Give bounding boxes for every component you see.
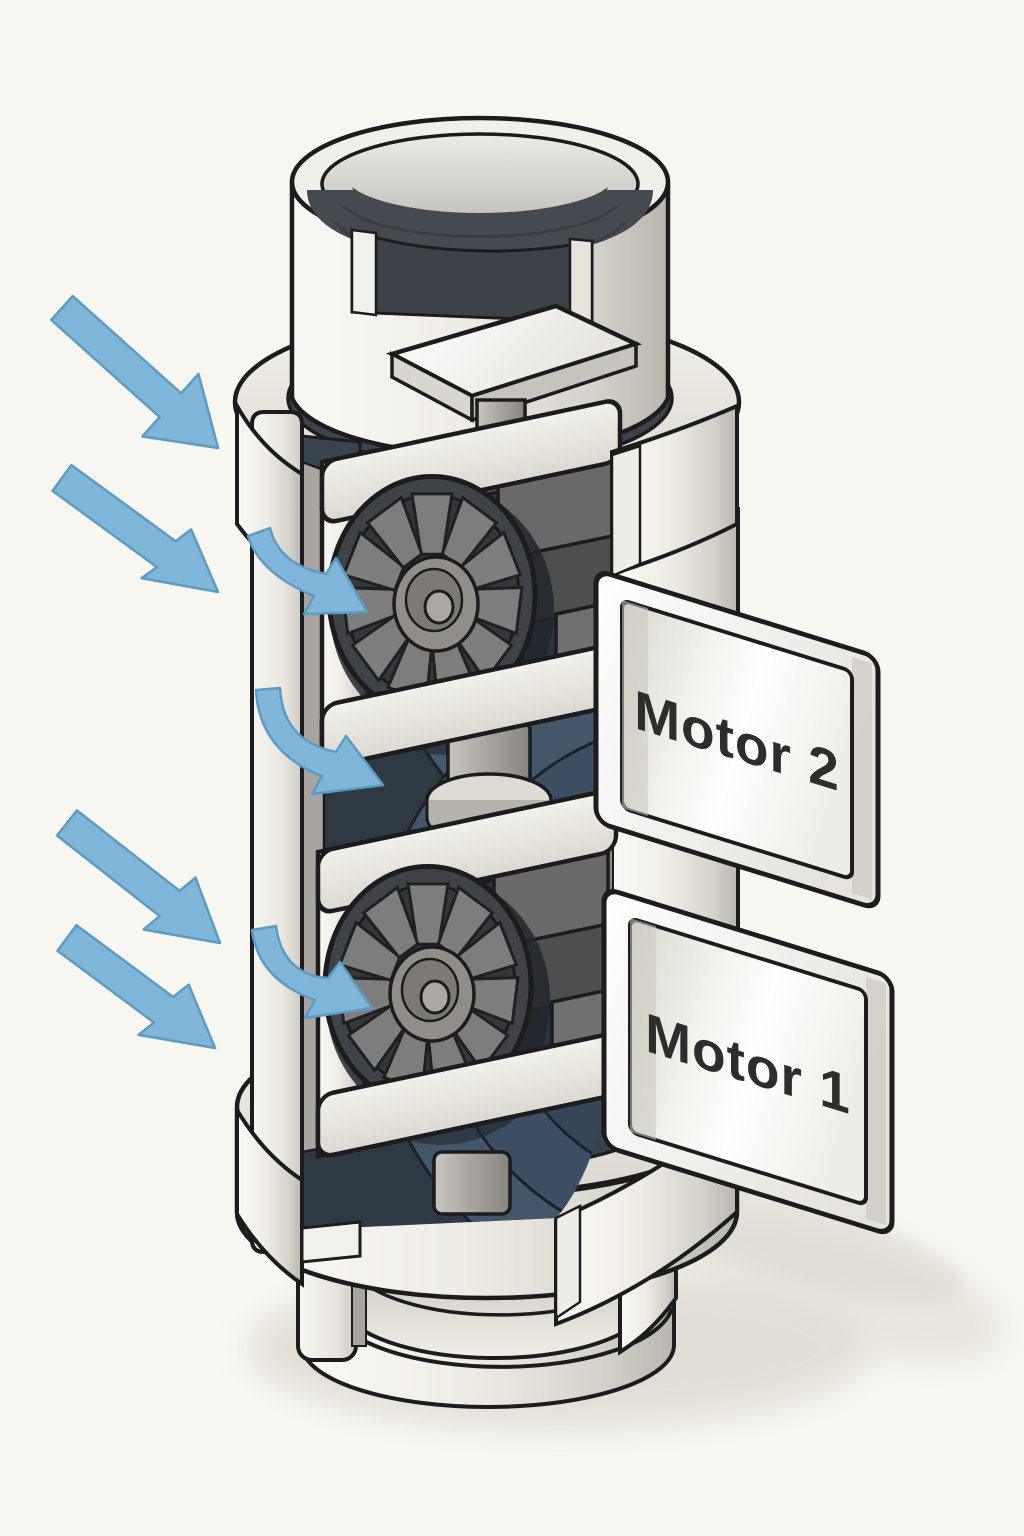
airflow-arrow-icon xyxy=(250,924,374,1020)
bottom-collar-front-band xyxy=(235,1102,739,1327)
airflow-arrow-icon xyxy=(246,526,369,616)
airflow-arrow-icon xyxy=(50,294,220,450)
airflow-arrows xyxy=(50,294,385,1050)
airflow-arrow-icon xyxy=(56,923,217,1050)
airflow-arrow-icon xyxy=(51,463,220,594)
top-tube xyxy=(289,115,671,457)
motor2-label-plate: Motor 2 xyxy=(593,571,881,909)
motor1-label-plate: Motor 1 xyxy=(601,889,895,1235)
upper-motor-assembly xyxy=(322,396,632,768)
airflow-arrow-icon xyxy=(254,686,385,796)
lower-motor-assembly xyxy=(318,786,628,1216)
airflow-arrow-icon xyxy=(55,809,222,945)
